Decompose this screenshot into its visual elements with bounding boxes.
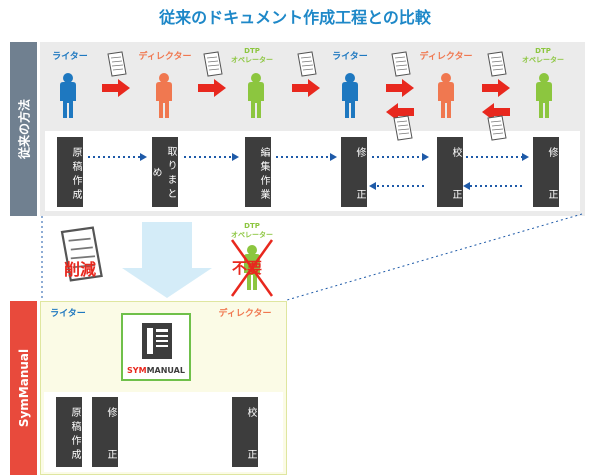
person-dtp-icon-1 (248, 73, 264, 118)
step-box-fix-2: 修 正 (533, 137, 559, 207)
symmanual-section-label: SymManual (10, 301, 37, 475)
arrow-right-icon-5 (482, 79, 510, 97)
traditional-section-label: 従来の方法 (10, 42, 37, 216)
document-icon-1 (107, 51, 127, 77)
reduced-label: 削減 (64, 260, 97, 279)
arrow-right-icon-1 (102, 79, 130, 97)
symmanual-director-label: ディレクター (218, 309, 272, 319)
cross-icon (230, 239, 274, 297)
down-arrow-icon (122, 222, 212, 298)
symmanual-book-icon (142, 323, 172, 359)
person-director-icon-2 (438, 73, 454, 118)
document-icon-6 (393, 115, 413, 141)
document-icon-3 (297, 51, 317, 77)
step-draft-label: 原稿作成 (70, 147, 81, 203)
symmanual-step-proof-label: 校 正 (245, 407, 256, 463)
step-proof-label: 校 正 (450, 147, 461, 203)
symmanual-label-text: SymManual (16, 348, 31, 428)
step-box-draft: 原稿作成 (57, 137, 83, 207)
process-flow-lines (88, 156, 522, 187)
role-label-director-1: ディレクター (138, 52, 192, 62)
person-writer-icon-1 (60, 73, 76, 118)
logo-manual-text: MANUAL (146, 366, 185, 375)
symmanual-logo-text: SYMMANUAL (123, 366, 189, 375)
step-box-proof: 校 正 (437, 137, 463, 207)
logo-sym-text: SYM (127, 366, 147, 375)
person-writer-icon-2 (342, 73, 358, 118)
symmanual-step-proof: 校 正 (232, 397, 258, 467)
document-icon-7 (487, 115, 507, 141)
role-label-director-2: ディレクター (419, 52, 473, 62)
person-director-icon-1 (156, 73, 172, 118)
arrow-right-icon-2 (198, 79, 226, 97)
role-label-writer-1: ライター (52, 52, 88, 62)
symmanual-step-fix: 修 正 (92, 397, 118, 467)
document-icon-4 (391, 51, 411, 77)
step-fix-2-label: 修 正 (546, 147, 557, 203)
symmanual-step-draft: 原稿作成 (56, 397, 82, 467)
step-compile-label: 取りまとめ (150, 146, 176, 202)
arrow-right-icon-3 (292, 79, 320, 97)
process-flow-arrowheads (140, 153, 529, 190)
page-title: 従来のドキュメント作成工程との比較 (159, 8, 431, 27)
document-icon-2 (203, 51, 223, 77)
dtp-unneeded-role-label: DTP オペレーター (231, 222, 273, 239)
unneeded-label: 不要 (232, 259, 263, 277)
step-box-edit: 編集作業 (245, 137, 271, 207)
person-dtp-icon-2 (536, 73, 552, 118)
role-label-writer-2: ライター (332, 52, 368, 62)
symmanual-step-draft-label: 原稿作成 (69, 407, 80, 463)
step-box-compile: 取りまとめ (150, 137, 178, 207)
symmanual-step-fix-label: 修 正 (105, 407, 116, 463)
document-icon-5 (487, 51, 507, 77)
step-edit-label: 編集作業 (258, 147, 269, 203)
traditional-steps-panel (45, 131, 580, 211)
arrow-right-icon-4 (386, 79, 414, 97)
step-box-fix-1: 修 正 (341, 137, 367, 207)
role-label-dtp-1: DTP オペレーター (231, 47, 273, 64)
symmanual-logo-box: SYMMANUAL (121, 313, 191, 381)
symmanual-writer-label: ライター (50, 309, 86, 319)
step-fix-1-label: 修 正 (354, 147, 365, 203)
role-label-dtp-2: DTP オペレーター (522, 47, 564, 64)
